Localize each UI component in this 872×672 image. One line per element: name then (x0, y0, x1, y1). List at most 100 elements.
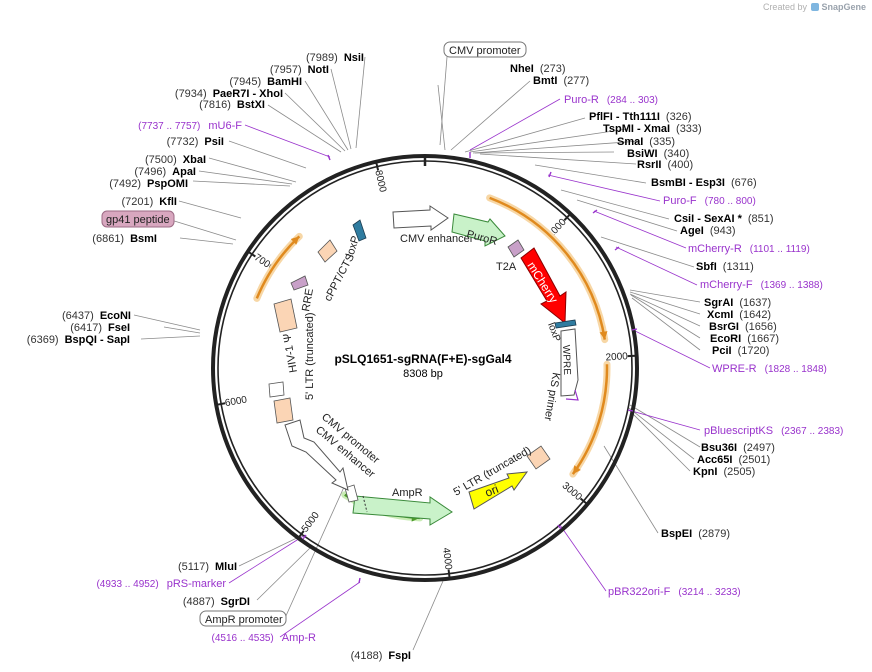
wpre-box[interactable] (560, 328, 579, 397)
scale-tick (217, 402, 226, 406)
enzyme-smai-pos: (335) (649, 136, 675, 148)
enzyme-agei-pos: (943) (710, 225, 736, 237)
svg-text:(7816)BstXI: (7816)BstXI (199, 99, 265, 111)
svg-text:BsrGI(1656): BsrGI(1656) (709, 321, 777, 333)
enzyme-smai[interactable]: SmaI (617, 136, 643, 148)
enzyme-bsrgi[interactable]: BsrGI (709, 321, 739, 333)
enzyme-xcmi[interactable]: XcmI (707, 309, 733, 321)
primer-mcherry-r[interactable]: mCherry-R (688, 243, 742, 255)
svg-text:(7201)KflI: (7201)KflI (121, 196, 177, 208)
cmv-promoter-top-box[interactable] (443, 41, 527, 58)
cmv-promoter-top-arrow[interactable] (392, 205, 449, 231)
primer-puro-f[interactable]: Puro-F (663, 195, 697, 207)
cmv-lower-arrow[interactable] (284, 419, 349, 491)
ampr-promoter-label: AmpR promoter (205, 614, 283, 626)
plasmid-size: 8308 bp (403, 368, 443, 380)
enzyme-ecori-pos: (1667) (747, 333, 779, 345)
enzyme-mlui[interactable]: MluI (215, 561, 237, 573)
puror-arrow[interactable] (451, 213, 506, 247)
orange-arc-cmv-region[interactable] (489, 196, 607, 340)
enzyme-bsmbi[interactable]: BsmBI - Esp3I (651, 177, 725, 189)
enzyme-acc65i[interactable]: Acc65I (697, 454, 732, 466)
ori-label: ori (483, 482, 501, 500)
scale-tick-label: 6000 (224, 394, 248, 409)
enzyme-pspomi[interactable]: PspOMI (147, 178, 188, 190)
ampr-promoter-marker (362, 495, 368, 513)
primer-pbr322ori-f[interactable]: pBR322ori-F (608, 586, 671, 598)
svg-text:(7737 .. 7757)mU6-F: (7737 .. 7757)mU6-F (138, 120, 242, 132)
loxp-right-block[interactable] (554, 319, 577, 329)
gp41-block[interactable] (290, 275, 309, 291)
enzyme-nsii[interactable]: NsiI (344, 52, 364, 64)
enzyme-kpni-pos: (2505) (723, 466, 755, 478)
enzyme-kfli[interactable]: KflI (159, 196, 177, 208)
enzyme-fspi[interactable]: FspI (388, 650, 411, 662)
enzyme-psii[interactable]: PsiI (204, 136, 224, 148)
primer-mcherry-r-range: (1101 .. 1119) (750, 244, 810, 255)
enzyme-bstxi[interactable]: BstXI (237, 99, 265, 111)
scale-tick (375, 162, 380, 171)
scale-tick-label: 8000 (372, 169, 388, 194)
loxp-left-block[interactable] (352, 219, 367, 242)
enzyme-bsu36i[interactable]: Bsu36I (701, 442, 737, 454)
enzyme-pflfi[interactable]: PflFI - Tth111I (589, 111, 660, 123)
enzyme-csii[interactable]: CsiI - SexAI * (674, 213, 743, 225)
primer-prs-marker[interactable]: pRS-marker (167, 578, 227, 590)
enzyme-noti-pos: (7957) (270, 64, 302, 76)
enzyme-sgrdi[interactable]: SgrDI (221, 596, 250, 608)
enzyme-labels-left: (4188)FspI (4887)SgrDI (5117)MluI (6861)… (27, 52, 411, 662)
enzyme-bspei[interactable]: BspEI (661, 528, 692, 540)
scale-tick-label: 2000 (605, 351, 628, 363)
ampr-arrow[interactable] (352, 495, 453, 526)
ltr-left-block[interactable] (273, 397, 294, 424)
primer-pbluescriptks[interactable]: pBluescriptKS (704, 425, 773, 437)
enzyme-kpni[interactable]: KpnI (693, 466, 717, 478)
rre-block[interactable] (273, 298, 298, 333)
svg-text:(7945)BamHI: (7945)BamHI (229, 76, 302, 88)
scale-tick (298, 530, 305, 538)
primer-mcherry-f[interactable]: mCherry-F (700, 279, 753, 291)
mcherry-arrow[interactable] (520, 247, 567, 325)
primer-puro-r[interactable]: Puro-R (564, 94, 599, 106)
wpre-label: WPRE (560, 345, 572, 376)
primer-wpre-r[interactable]: WPRE-R (712, 363, 757, 375)
svg-text:(7492)PspOMI: (7492)PspOMI (109, 178, 188, 190)
enzyme-noti[interactable]: NotI (308, 64, 329, 76)
ltr-right-block[interactable] (526, 445, 551, 470)
enzyme-paer7i[interactable]: PaeR7I - XhoI (213, 88, 283, 100)
enzyme-pcii[interactable]: PciI (712, 345, 732, 357)
gp41-label: gp41 peptide (106, 214, 170, 226)
outer-feature-arcs (253, 194, 611, 522)
ori-arrow[interactable] (468, 471, 529, 510)
enzyme-tspmi[interactable]: TspMI - XmaI (603, 123, 670, 135)
enzyme-sbfi[interactable]: SbfI (696, 261, 717, 273)
gp41-box[interactable] (101, 210, 175, 228)
enzyme-xbai[interactable]: XbaI (183, 154, 206, 166)
primer-puro-f-range: (780 .. 800) (705, 196, 756, 207)
hiv-psi-block[interactable] (268, 381, 285, 398)
enzyme-econi[interactable]: EcoNI (100, 310, 131, 322)
enzyme-sgrai[interactable]: SgrAI (704, 297, 733, 309)
primer-mu6-f[interactable]: mU6-F (208, 120, 242, 132)
enzyme-apai[interactable]: ApaI (172, 166, 196, 178)
svg-text:PflFI - Tth111I(326): PflFI - Tth111I(326) (589, 111, 692, 123)
enzyme-nhei[interactable]: NheI (510, 63, 534, 75)
primer-amp-r[interactable]: Amp-R (282, 632, 316, 644)
enzyme-bspqi[interactable]: BspQI - SapI (65, 334, 130, 346)
orange-arc-lower-right[interactable] (571, 364, 609, 475)
enzyme-bsmi[interactable]: BsmI (130, 233, 157, 245)
svg-text:XcmI(1642): XcmI(1642) (707, 309, 771, 321)
enzyme-fsei[interactable]: FseI (108, 322, 130, 334)
primer-puro-r-range: (284 .. 303) (607, 95, 658, 106)
cppt-block[interactable] (317, 239, 338, 263)
enzyme-agei[interactable]: AgeI (680, 225, 704, 237)
enzyme-rsrii[interactable]: RsrII (637, 159, 661, 171)
svg-text:(7500)XbaI: (7500)XbaI (145, 154, 206, 166)
enzyme-ecori[interactable]: EcoRI (710, 333, 741, 345)
enzyme-bsiwi[interactable]: BsiWI (627, 148, 658, 160)
t2a-block[interactable] (507, 239, 525, 258)
enzyme-bmti[interactable]: BmtI (533, 75, 557, 87)
ampr-promoter-box[interactable] (199, 610, 287, 627)
enzyme-bamhi[interactable]: BamHI (267, 76, 302, 88)
enzyme-tspmi-pos: (333) (676, 123, 702, 135)
